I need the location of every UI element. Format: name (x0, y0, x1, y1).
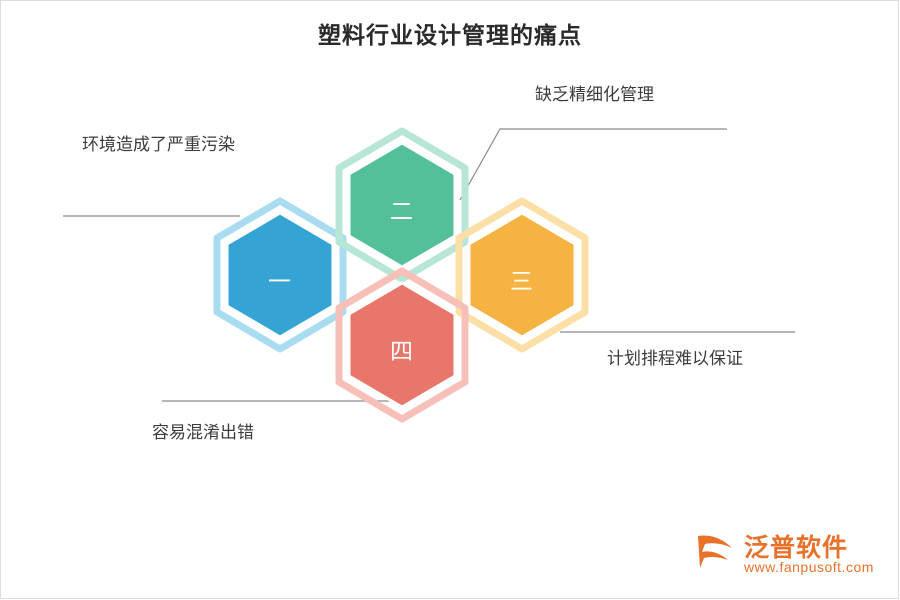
logo-mark-icon (698, 535, 732, 568)
hexagon-two[interactable] (335, 127, 469, 283)
hexagon-two-fill (347, 141, 457, 269)
hexagon-four-fill (347, 281, 457, 409)
logo-url: www.fanpusoft.com (744, 559, 874, 575)
callout-label-two: 缺乏精细化管理 (535, 85, 654, 104)
hexagon-three-ring (455, 197, 589, 353)
page-title: 塑料行业设计管理的痛点 (318, 22, 582, 48)
hexagon-one-fill (225, 211, 335, 339)
logo-name: 泛普软件 (744, 534, 849, 562)
callout-label-four: 容易混淆出错 (152, 423, 254, 442)
logo-flame-shape (698, 535, 732, 568)
hexagon-four-ring (335, 267, 469, 423)
brand-logo: 泛普软件 www.fanpusoft.com (692, 526, 882, 584)
hexagon-four[interactable] (335, 267, 469, 423)
hexagon-three[interactable] (455, 197, 589, 353)
hexagon-three-fill (467, 211, 577, 339)
hexagon-one-ring (213, 197, 347, 353)
callout-label-three: 计划排程难以保证 (607, 349, 743, 368)
leader-line-two (459, 128, 727, 201)
hexagon-two-ring (335, 127, 469, 283)
hexagon-one[interactable] (213, 197, 347, 353)
callout-label-one: 环境造成了严重污染 (82, 135, 235, 154)
